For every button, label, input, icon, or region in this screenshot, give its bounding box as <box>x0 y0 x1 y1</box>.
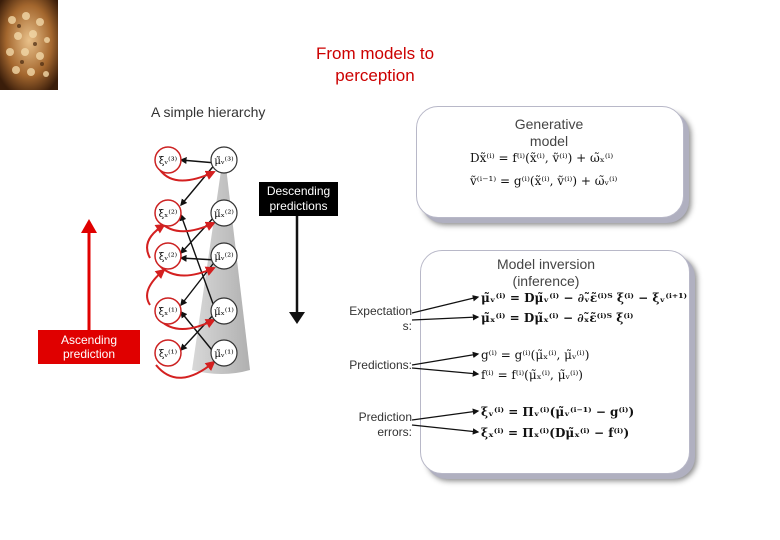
generative-equation-cause: ṽ⁽ⁱ⁻¹⁾ = g⁽ⁱ⁾(x̃⁽ⁱ⁾, ṽ⁽ⁱ⁾) + ω̃ᵥ⁽ⁱ⁾ <box>470 174 618 188</box>
error-node-4 <box>154 297 182 325</box>
pointer-arrow-error-1 <box>411 408 480 421</box>
generative-model-label: Generative model <box>514 116 584 149</box>
predictions-label: Predictions: <box>349 358 412 372</box>
arrow-red-6 <box>146 223 166 259</box>
ascending-arrow-head <box>81 219 97 233</box>
arrow-black-7 <box>180 310 217 356</box>
descending-predictions-label: Descending predictions <box>259 182 338 216</box>
descending-arrow-head <box>289 312 305 324</box>
error-node-label-3: ξᵥ⁽²⁾ <box>159 252 177 263</box>
brain-thumbnail-image <box>0 0 58 90</box>
expectations-label: Expectation s: <box>349 304 412 333</box>
arrow-red-1 <box>159 169 216 182</box>
generative-equation-state: Dx̃⁽ⁱ⁾ = f⁽ⁱ⁾(x̃⁽ⁱ⁾, ṽ⁽ⁱ⁾) + ω̃ₓ⁽ⁱ⁾ <box>470 151 614 165</box>
hierarchy-subtitle: A simple hierarchy <box>151 104 266 120</box>
prediction-equation-g: g⁽ⁱ⁾ = g⁽ⁱ⁾(μ̃ₓ⁽ⁱ⁾, μ̃ᵥ⁽ⁱ⁾) <box>481 348 590 362</box>
error-node-label-5: ξᵥ⁽¹⁾ <box>159 349 177 360</box>
expectation-equation-cause: μ̃ᵥ⁽ⁱ⁾ = Dμ̃ᵥ⁽ⁱ⁾ − ∂ᵥ̃ε̃⁽ⁱ⁾ᵀ ξ⁽ⁱ⁾ − ξᵥ⁽ⁱ… <box>481 291 688 305</box>
pointer-arrow-prediction-2 <box>411 367 480 377</box>
generative-model-panel <box>416 106 684 218</box>
error-node-5 <box>154 339 182 367</box>
expectation-node-5 <box>210 339 238 367</box>
pointer-arrow-error-2 <box>411 424 480 435</box>
expectation-node-1 <box>210 146 238 174</box>
arrow-red-7 <box>146 268 166 306</box>
arrow-red-5 <box>155 360 216 379</box>
error-node-2 <box>154 199 182 227</box>
expectation-node-label-5: μ̃ᵥ⁽¹⁾ <box>214 349 233 360</box>
model-inversion-panel <box>420 250 690 474</box>
expectation-nodes <box>210 146 238 367</box>
arrow-black-2 <box>179 156 217 164</box>
prediction-errors-label: Prediction errors: <box>358 410 412 439</box>
page-title: From models to perception <box>315 44 435 85</box>
error-node-1 <box>154 146 182 174</box>
pointer-arrow-expectation-2 <box>411 313 480 321</box>
error-equation-state: ξₓ⁽ⁱ⁾ = Πₓ⁽ⁱ⁾(Dμ̃ₓ⁽ⁱ⁾ − f⁽ⁱ⁾) <box>481 426 630 440</box>
expectation-node-4 <box>210 297 238 325</box>
expectation-node-label-2: μ̃ₓ⁽²⁾ <box>214 209 234 220</box>
error-node-label-2: ξₓ⁽²⁾ <box>159 209 178 220</box>
error-nodes <box>154 146 182 367</box>
arrow-black-5 <box>179 254 217 262</box>
pointer-arrow-expectation-1 <box>411 295 480 314</box>
expectation-node-label-3: μ̃ᵥ⁽²⁾ <box>214 252 233 263</box>
error-node-label-1: ξᵥ⁽³⁾ <box>159 156 177 167</box>
error-node-label-4: ξₓ⁽¹⁾ <box>159 307 178 318</box>
expectation-node-2 <box>210 199 238 227</box>
prediction-equation-f: f⁽ⁱ⁾ = f⁽ⁱ⁾(μ̃ₓ⁽ⁱ⁾, μ̃ᵥ⁽ⁱ⁾) <box>481 368 583 382</box>
pointer-arrow-prediction-1 <box>411 351 480 366</box>
error-equation-cause: ξᵥ⁽ⁱ⁾ = Πᵥ⁽ⁱ⁾(μ̃ᵥ⁽ⁱ⁻¹⁾ − g⁽ⁱ⁾) <box>481 405 635 419</box>
expectation-node-label-1: μ̃ᵥ⁽³⁾ <box>214 156 233 167</box>
model-inversion-label: Model inversion (inference) <box>496 256 596 289</box>
expectation-node-3 <box>210 242 238 270</box>
expectation-equation-state: μ̃ₓ⁽ⁱ⁾ = Dμ̃ₓ⁽ⁱ⁾ − ∂ₓ̃ε̃⁽ⁱ⁾ᵀ ξ⁽ⁱ⁾ <box>481 311 634 325</box>
ascending-prediction-label: Ascending prediction <box>38 330 140 364</box>
error-node-3 <box>154 242 182 270</box>
arrow-black-1 <box>180 162 217 207</box>
arrow-black-3 <box>180 214 217 255</box>
expectation-node-label-4: μ̃ₓ⁽¹⁾ <box>214 307 234 318</box>
arrow-black-6 <box>180 311 217 352</box>
